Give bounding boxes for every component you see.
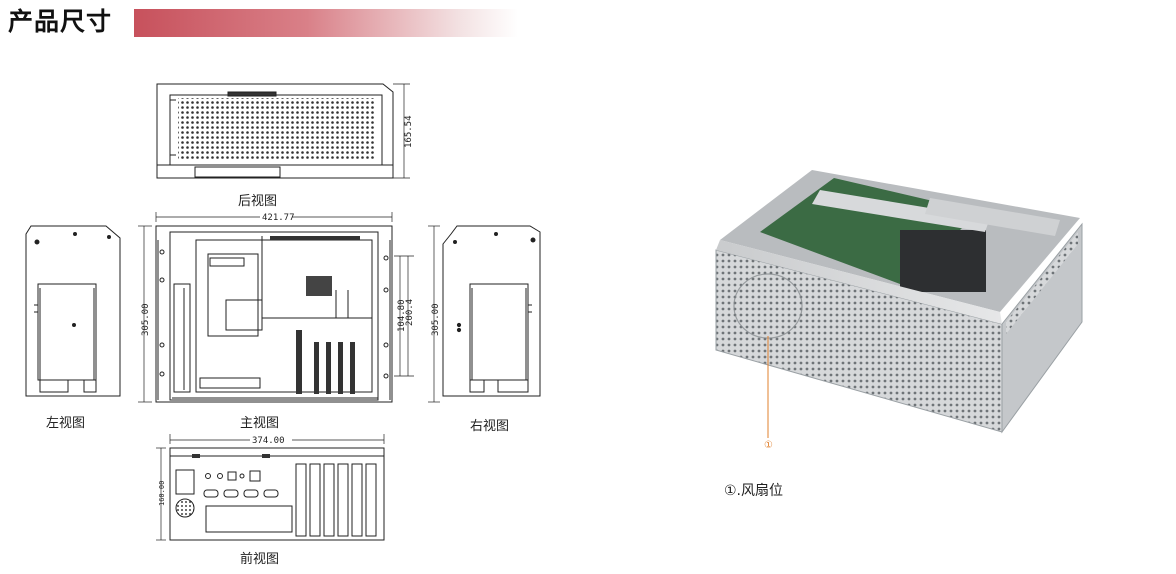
dim-right-height: 305.00 — [431, 303, 441, 336]
section-header: 产品尺寸 — [8, 4, 528, 40]
main-view-drawing — [138, 212, 414, 403]
dim-main-hole-1: 104.80 — [397, 299, 407, 332]
dim-front-height: 160.00 — [158, 481, 166, 506]
label-right-view: 右视图 — [470, 419, 510, 434]
label-front-view: 前视图 — [240, 552, 280, 567]
rear-view-drawing — [156, 83, 410, 179]
dim-front-width: 374.00 — [252, 436, 285, 446]
dim-main-width: 421.77 — [262, 213, 295, 223]
product-photo — [715, 170, 1083, 438]
dimension-drawings: 165.54 — [25, 83, 541, 541]
front-view-drawing — [156, 434, 385, 541]
callout-caption: ①.风扇位 — [724, 483, 784, 499]
right-view-drawing — [428, 225, 541, 403]
title-accent-bar — [134, 9, 518, 37]
dim-rear-height: 165.54 — [404, 115, 414, 148]
dim-main-hole-2: 200.4 — [405, 299, 415, 326]
callout-marker: ① — [764, 440, 773, 451]
label-rear-view: 后视图 — [238, 194, 278, 209]
label-main-view: 主视图 — [240, 416, 280, 431]
dim-main-height: 305.00 — [141, 303, 151, 336]
page-title: 产品尺寸 — [8, 7, 113, 36]
left-view-drawing — [25, 225, 121, 397]
label-left-view: 左视图 — [46, 416, 86, 431]
